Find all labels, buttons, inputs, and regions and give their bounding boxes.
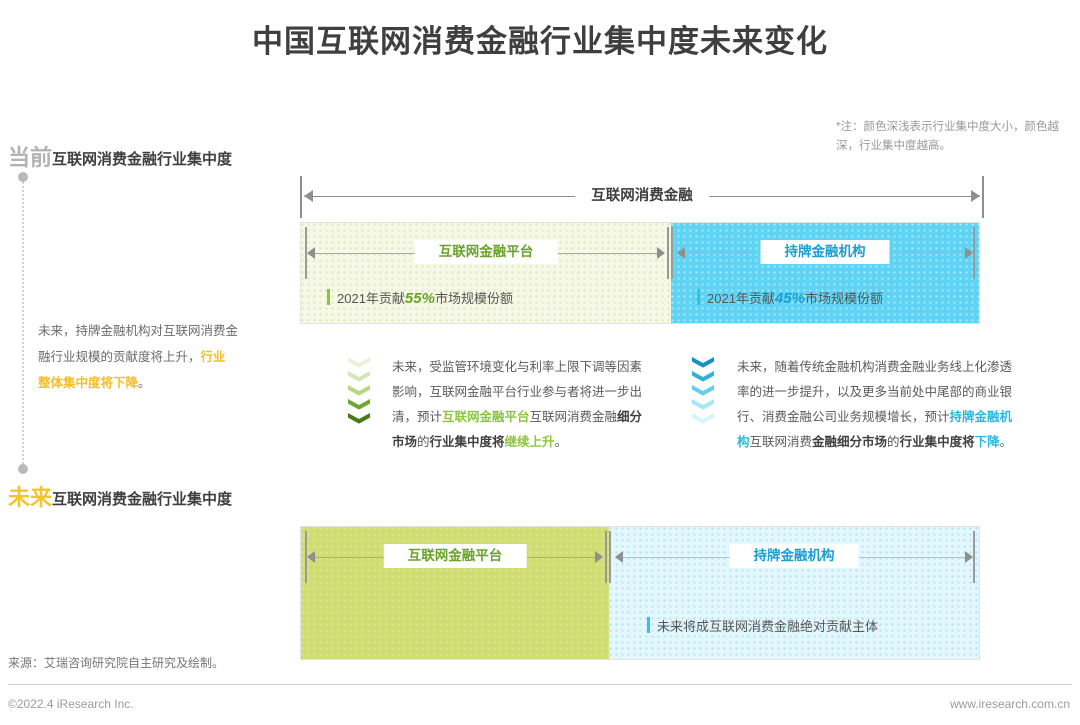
section-header-current: 当前互联网消费金融行业集中度 bbox=[8, 140, 232, 172]
left-para-part2: 。 bbox=[138, 376, 151, 390]
segment-label-platform: 互联网金融平台 bbox=[414, 240, 558, 264]
source-note: 来源：艾瑞咨询研究院自主研究及绘制。 bbox=[8, 656, 225, 670]
note-value: 45% bbox=[774, 290, 805, 307]
para-right-p3: 的 bbox=[887, 435, 900, 449]
segment-label-licensed: 持牌金融机构 bbox=[760, 240, 890, 264]
arrow-left-icon bbox=[307, 551, 315, 563]
segment-right-edge bbox=[605, 531, 607, 583]
chevron-group-blue bbox=[692, 357, 718, 427]
para-left-green2: 继续上升 bbox=[504, 435, 555, 449]
segment-left-edge bbox=[305, 531, 307, 583]
chevron-down-icon bbox=[348, 357, 370, 368]
timeline-dot-bottom bbox=[18, 464, 28, 474]
para-left-bold1: 细分市场 bbox=[392, 410, 643, 449]
chevron-down-icon bbox=[348, 399, 370, 410]
chart-current-concentration: 互联网金融平台 2021年贡献55%市场规模份额 持牌金融机构 2021年贡献4… bbox=[300, 222, 980, 324]
arrow-left-icon bbox=[615, 551, 623, 563]
chevron-down-icon bbox=[692, 385, 714, 396]
section-label-future: 互联网消费金融行业集中度 bbox=[52, 491, 233, 508]
footer-divider bbox=[8, 684, 1072, 685]
arrow-left-icon bbox=[304, 190, 313, 202]
chevron-group-green bbox=[348, 357, 374, 427]
left-para-highlight: 行业整体集中度将下降 bbox=[38, 350, 226, 390]
arrow-left-icon bbox=[677, 247, 685, 259]
segment-current-licensed: 持牌金融机构 2021年贡献45%市场规模份额 bbox=[671, 223, 979, 323]
para-right-p1: 未来，随着传统金融机构消费金融业务线上化渗透率的进一步提升，以及更多当前处中尾部… bbox=[737, 360, 1013, 424]
segment-label-platform: 互联网金融平台 bbox=[383, 544, 527, 568]
chevron-down-icon bbox=[692, 399, 714, 410]
segment-future-platform: 互联网金融平台 bbox=[301, 527, 609, 659]
para-right-p4: 。 bbox=[999, 435, 1013, 449]
segment-right-edge bbox=[973, 531, 975, 583]
para-left-p4: 。 bbox=[554, 435, 568, 449]
paragraph-platform-outlook: 未来，受监管环境变化与利率上限下调等因素影响，互联网金融平台行业参与者将进一步出… bbox=[392, 355, 650, 455]
arrow-left-icon bbox=[307, 247, 315, 259]
para-right-bold1: 金融细分市场 bbox=[812, 435, 888, 449]
chevron-down-icon bbox=[348, 385, 370, 396]
note-prefix: 2021年贡献 bbox=[337, 291, 405, 306]
segment-note-platform: 2021年贡献55%市场规模份额 bbox=[327, 288, 513, 307]
timeline-connector bbox=[18, 172, 28, 474]
segment-right-edge bbox=[667, 227, 669, 279]
left-para-part1: 未来，持牌金融机构对互联网消费金融行业规模的贡献度将上升， bbox=[38, 324, 239, 364]
note-accent-bar bbox=[647, 617, 650, 633]
para-left-p2: 互联网消费金融 bbox=[529, 410, 618, 424]
chart-future-concentration: 互联网金融平台 持牌金融机构 未来将成互联网消费金融绝对贡献主体 bbox=[300, 526, 980, 660]
para-right-p2: 互联网消费 bbox=[749, 435, 813, 449]
note-accent-bar bbox=[327, 289, 330, 305]
segment-fill-texture bbox=[671, 223, 979, 323]
segment-label-licensed: 持牌金融机构 bbox=[729, 544, 859, 568]
arrow-right-icon bbox=[595, 551, 603, 563]
note-suffix: 市场规模份额 bbox=[434, 291, 513, 306]
para-left-bold2: 行业集中度将 bbox=[429, 435, 505, 449]
para-left-green1: 互联网金融平台 bbox=[442, 410, 530, 424]
note-value: 55% bbox=[404, 290, 435, 307]
page-title: 中国互联网消费金融行业集中度未来变化 bbox=[252, 24, 828, 59]
note-prefix: 2021年贡献 bbox=[707, 291, 775, 306]
segment-current-platform: 互联网金融平台 2021年贡献55%市场规模份额 bbox=[301, 223, 671, 323]
chevron-down-icon bbox=[348, 413, 370, 424]
chevron-down-icon bbox=[692, 357, 714, 368]
section-badge-future: 未来 bbox=[8, 485, 53, 510]
para-right-bold2: 行业集中度将 bbox=[899, 435, 975, 449]
chevron-down-icon bbox=[348, 371, 370, 382]
segment-future-licensed: 持牌金融机构 未来将成互联网消费金融绝对贡献主体 bbox=[609, 527, 979, 659]
paragraph-licensed-outlook: 未来，随着传统金融机构消费金融业务线上化渗透率的进一步提升，以及更多当前处中尾部… bbox=[737, 355, 1017, 455]
section-label-current: 互联网消费金融行业集中度 bbox=[52, 151, 233, 168]
timeline-dotted-line bbox=[22, 178, 24, 468]
section-badge-current: 当前 bbox=[8, 145, 53, 170]
arrow-right-icon bbox=[965, 247, 973, 259]
segment-note-licensed-future: 未来将成互联网消费金融绝对贡献主体 bbox=[647, 616, 878, 635]
note-suffix: 市场规模份额 bbox=[804, 291, 883, 306]
segment-left-edge bbox=[609, 531, 611, 583]
section-header-future: 未来互联网消费金融行业集中度 bbox=[8, 480, 232, 512]
para-right-blue2: 下降 bbox=[974, 435, 1000, 449]
overall-span-label: 互联网消费金融 bbox=[575, 184, 709, 205]
para-right-blue1: 持牌金融机构 bbox=[737, 410, 1013, 449]
chevron-down-icon bbox=[692, 371, 714, 382]
segment-note-licensed: 2021年贡献45%市场规模份额 bbox=[697, 288, 883, 307]
segment-fill-texture bbox=[301, 223, 671, 323]
note-text: 未来将成互联网消费金融绝对贡献主体 bbox=[657, 619, 879, 634]
arrow-right-icon bbox=[657, 247, 665, 259]
overall-span-bar: 互联网消费金融 bbox=[300, 176, 984, 218]
left-summary-paragraph: 未来，持牌金融机构对互联网消费金融行业规模的贡献度将上升，行业整体集中度将下降。 bbox=[38, 318, 238, 396]
timeline-dot-top bbox=[18, 172, 28, 182]
color-legend-note: *注：颜色深浅表示行业集中度大小，颜色越深，行业集中度越高。 bbox=[836, 121, 1059, 152]
copyright-text: ©2022.4 iResearch Inc. bbox=[8, 697, 134, 711]
segment-left-edge bbox=[305, 227, 307, 279]
chevron-down-icon bbox=[692, 413, 714, 424]
para-left-p1: 未来，受监管环境变化与利率上限下调等因素影响，互联网金融平台行业参与者将进一步出… bbox=[392, 360, 643, 424]
arrow-right-icon bbox=[971, 190, 980, 202]
segment-left-edge bbox=[671, 227, 673, 279]
segment-right-edge bbox=[973, 227, 975, 279]
arrow-right-icon bbox=[965, 551, 973, 563]
website-url[interactable]: www.iresearch.com.cn bbox=[949, 697, 1070, 711]
para-left-p3: 的 bbox=[417, 435, 430, 449]
note-accent-bar bbox=[697, 289, 700, 305]
